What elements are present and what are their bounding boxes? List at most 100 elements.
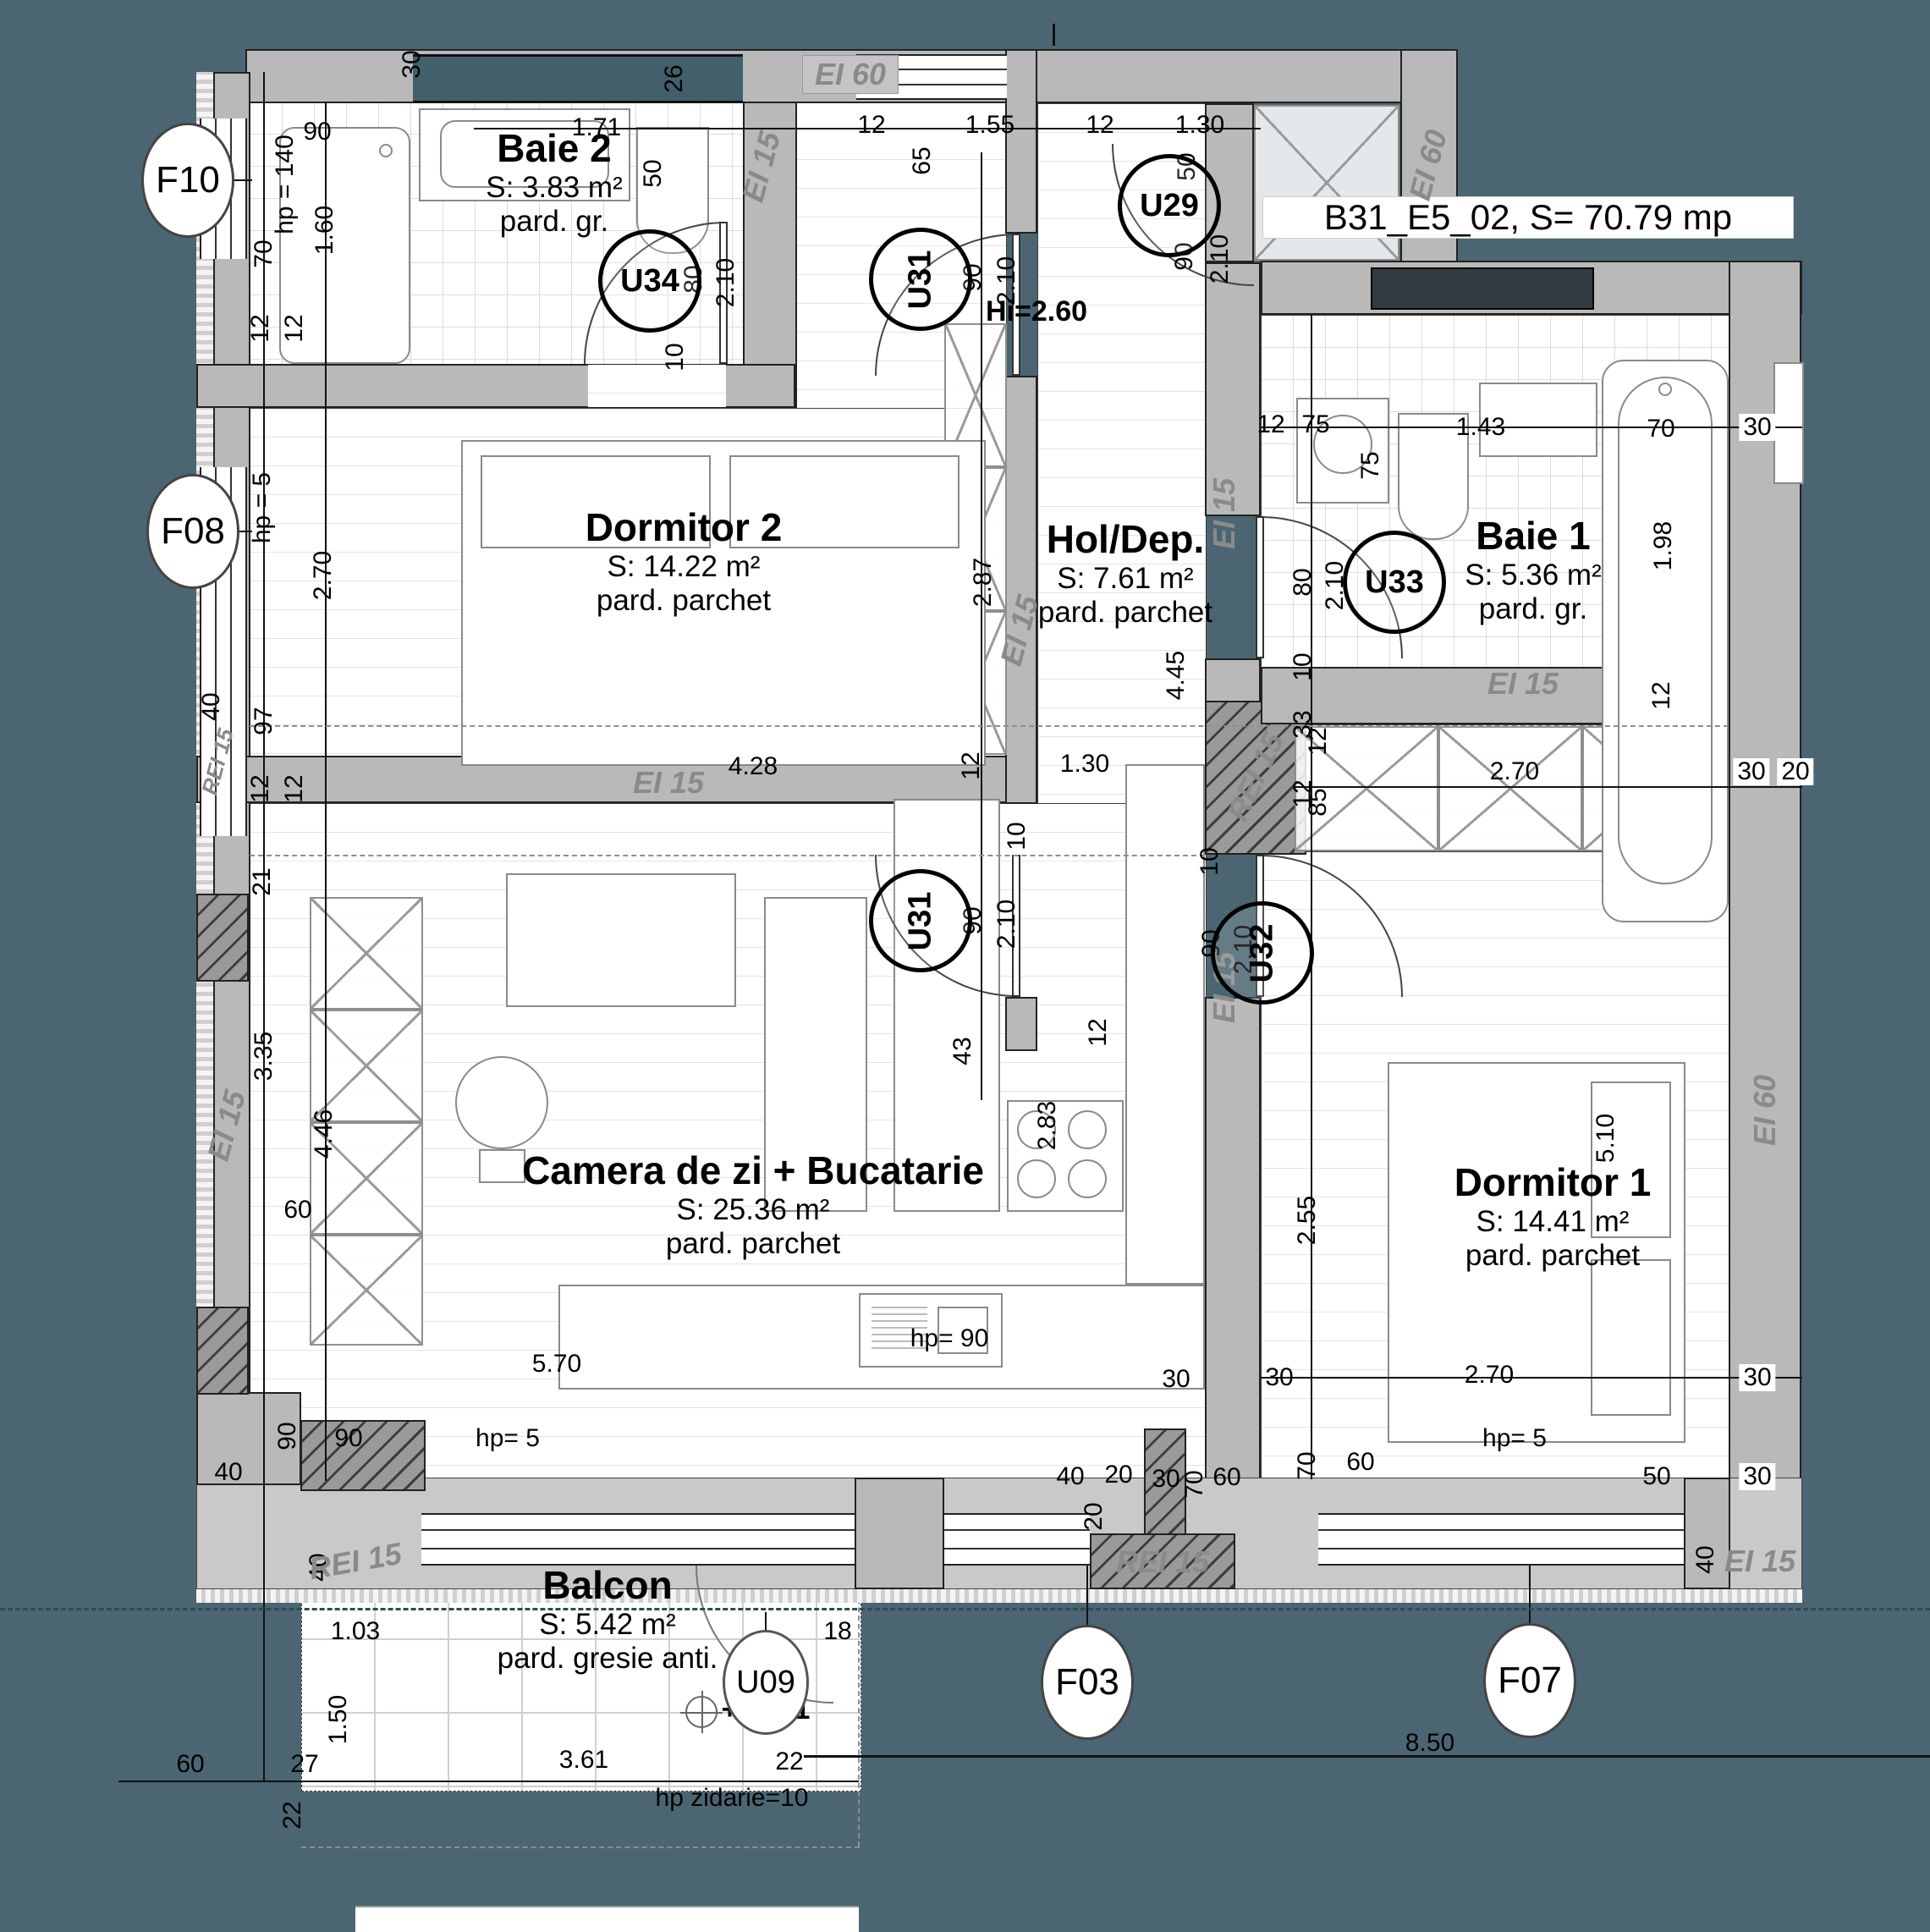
dim-label: 2.70	[309, 550, 337, 601]
dining-table	[506, 873, 736, 1007]
room-area: S: 25.36 m²	[676, 1193, 830, 1226]
dim-line	[981, 152, 982, 1100]
dim-label: hp = 5	[248, 471, 276, 544]
dim-label: 12	[1289, 779, 1317, 808]
wall-rating-label: EI 15	[1207, 477, 1241, 550]
dim-label: 10	[661, 343, 689, 372]
room-floor-finish: pard. gresie anti.	[497, 1642, 718, 1675]
dim-label: 43	[949, 1037, 976, 1065]
dim-label: 30	[1162, 1365, 1190, 1393]
dim-label: 12	[1084, 1018, 1112, 1047]
dim-label: 12	[957, 751, 985, 780]
wall-hol-left-stub	[1005, 997, 1037, 1051]
room-name: Baie 1	[1476, 514, 1591, 558]
room-floor-finish: pard. parchet	[1465, 1239, 1641, 1272]
dim-label: 12	[280, 314, 308, 343]
left-wall-hatch-1	[196, 894, 249, 982]
dim-label: 70	[250, 239, 278, 268]
dim-line	[1261, 427, 1802, 428]
bed2-pillow-right	[729, 455, 960, 548]
dim-label: 30	[1739, 1364, 1776, 1391]
dim-label: 1.43	[1455, 413, 1506, 441]
balcon-dashed-edge	[858, 1566, 860, 1847]
dim-label: 30	[1733, 758, 1770, 785]
dim-label: 40	[214, 1458, 243, 1486]
bottom-pier-2	[1684, 1478, 1730, 1589]
dim-label: 1.98	[1649, 520, 1677, 571]
armchair	[455, 1056, 548, 1149]
wall-hol-right-b	[1205, 262, 1261, 516]
corner-left-bottom	[196, 1392, 301, 1485]
dim-label: 2.10	[1206, 234, 1234, 284]
dim-line	[1261, 1377, 1802, 1379]
apartment-title: B31_E5_02, S= 70.79 mp	[1262, 196, 1794, 239]
dim-label: 12	[1647, 681, 1675, 710]
dim-label: 1.30	[1059, 750, 1110, 778]
bottom-hatch-block	[1090, 1533, 1235, 1589]
room-name: Dormitor 1	[1454, 1160, 1652, 1204]
burner-3	[1017, 1159, 1056, 1198]
dim-label: 20	[1080, 1502, 1108, 1531]
camera-window	[421, 1513, 687, 1566]
room-floor-finish: pard. parchet	[1037, 596, 1213, 629]
dim-label: 5.70	[531, 1350, 582, 1378]
dim-label: 50	[639, 159, 667, 188]
dim-label: 4.46	[310, 1109, 338, 1159]
room-floor-finish: pard. gr.	[1478, 592, 1588, 625]
room-area: S: 5.42 m²	[539, 1608, 676, 1641]
dim-label: 90	[273, 1422, 301, 1450]
dim-label: 40	[197, 692, 225, 721]
bathtub-tap	[1658, 383, 1672, 396]
dim-label: 30	[398, 50, 426, 79]
dim-label: 2.10	[992, 899, 1020, 949]
dim-label: 12	[246, 314, 274, 343]
dim-label: 90	[334, 1424, 363, 1452]
wall-hol-left-b	[1005, 376, 1037, 804]
dim-label: 40	[1691, 1545, 1719, 1574]
dim-label: 10	[1289, 652, 1317, 681]
burner-2	[1068, 1110, 1107, 1149]
door-tag-u32: U32	[1211, 901, 1314, 1005]
wall-bottom-insulation	[196, 1589, 1802, 1603]
camera-wardrobe-1	[310, 897, 423, 1010]
dim-label: 60	[176, 1750, 205, 1778]
dim-label: 2.70	[1464, 1361, 1515, 1389]
door-tag-u31: U31	[869, 228, 972, 331]
dim-label: hp= 5	[476, 1424, 540, 1452]
dim-label: 2.70	[1489, 757, 1540, 785]
bathtub-inner	[1618, 377, 1713, 884]
ground-line-right	[804, 1755, 1930, 1758]
door-gap-u34	[588, 365, 726, 407]
room-area: S: 5.36 m²	[1465, 559, 1602, 592]
section-dash-2	[250, 855, 1205, 856]
room-floor-finish: pard. gr.	[499, 205, 609, 238]
dim-line	[1295, 786, 1802, 788]
dim-label: 4.45	[1162, 650, 1190, 701]
wall-rating-label: EI 15	[632, 765, 705, 800]
neighbor-fixture	[1773, 362, 1804, 484]
baie1-window	[1371, 267, 1594, 310]
dim-label: 1.55	[965, 111, 1015, 139]
wall-dormitor1-left	[1205, 997, 1261, 1479]
left-wall-hatch-2	[196, 1307, 249, 1395]
bed2-pillow-left	[481, 455, 711, 548]
dim-label: 26	[660, 64, 688, 93]
kitchen-sink-basin	[938, 1307, 988, 1354]
dorm1-closet-1	[1295, 726, 1438, 851]
leader-f10	[222, 179, 252, 181]
burner-1	[1017, 1110, 1056, 1149]
wall-baie2-right	[743, 102, 797, 408]
dim-label: 20	[1104, 1461, 1133, 1489]
dim-label: 12	[246, 774, 274, 803]
door-leaf-u31-top	[1012, 234, 1020, 376]
balcon-dashed-bottom	[301, 1847, 860, 1848]
dim-label: 12	[1256, 410, 1285, 438]
dorm1-closet-2	[1438, 726, 1582, 851]
dim-label: 30	[1739, 1463, 1776, 1490]
washer-drum	[1313, 415, 1372, 474]
dim-label: 40	[1056, 1462, 1085, 1490]
dim-label: 1.60	[311, 205, 338, 256]
